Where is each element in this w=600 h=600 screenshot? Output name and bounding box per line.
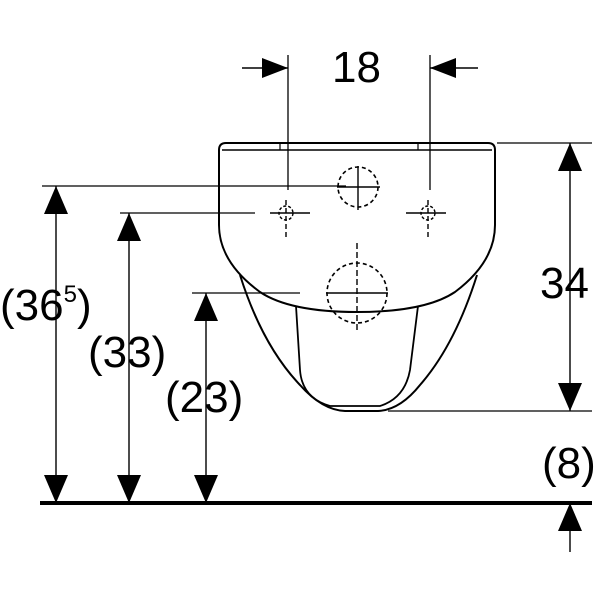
label-height-23: (23): [165, 373, 243, 422]
arrow-34-top: [558, 143, 582, 171]
arrow-18-left: [262, 58, 288, 78]
dimension-lines: [44, 58, 582, 552]
arrow-34-bottom: [558, 383, 582, 411]
arrow-33-top: [117, 213, 141, 241]
arrow-33-bottom: [117, 475, 141, 503]
label-height-365-close: ): [77, 281, 92, 330]
label-gap-8: (8): [542, 439, 596, 488]
toilet-lower-bowl: [239, 274, 478, 412]
label-height-365-sup: 5: [64, 281, 77, 308]
label-width-18: 18: [332, 43, 381, 92]
reference-lines: [42, 55, 592, 412]
arrow-18-right: [430, 58, 456, 78]
label-height-365: (365): [0, 281, 92, 330]
label-height-34: 34: [540, 259, 589, 308]
arrow-23-bottom: [194, 475, 218, 503]
arrow-365-top: [44, 186, 68, 214]
arrow-23-top: [194, 293, 218, 321]
fixing-holes: [270, 166, 446, 330]
toilet-upper-bowl: [218, 150, 496, 314]
label-height-33: (33): [88, 328, 166, 377]
toilet-body: [218, 142, 496, 412]
arrow-8-up: [558, 503, 582, 531]
toilet-inner-panel: [295, 305, 419, 407]
arrow-365-bottom: [44, 475, 68, 503]
dimension-labels: 18 34 (8) (33) (23) (365): [0, 43, 596, 488]
toilet-rim: [218, 142, 496, 151]
label-height-365-main: (36: [0, 281, 64, 330]
